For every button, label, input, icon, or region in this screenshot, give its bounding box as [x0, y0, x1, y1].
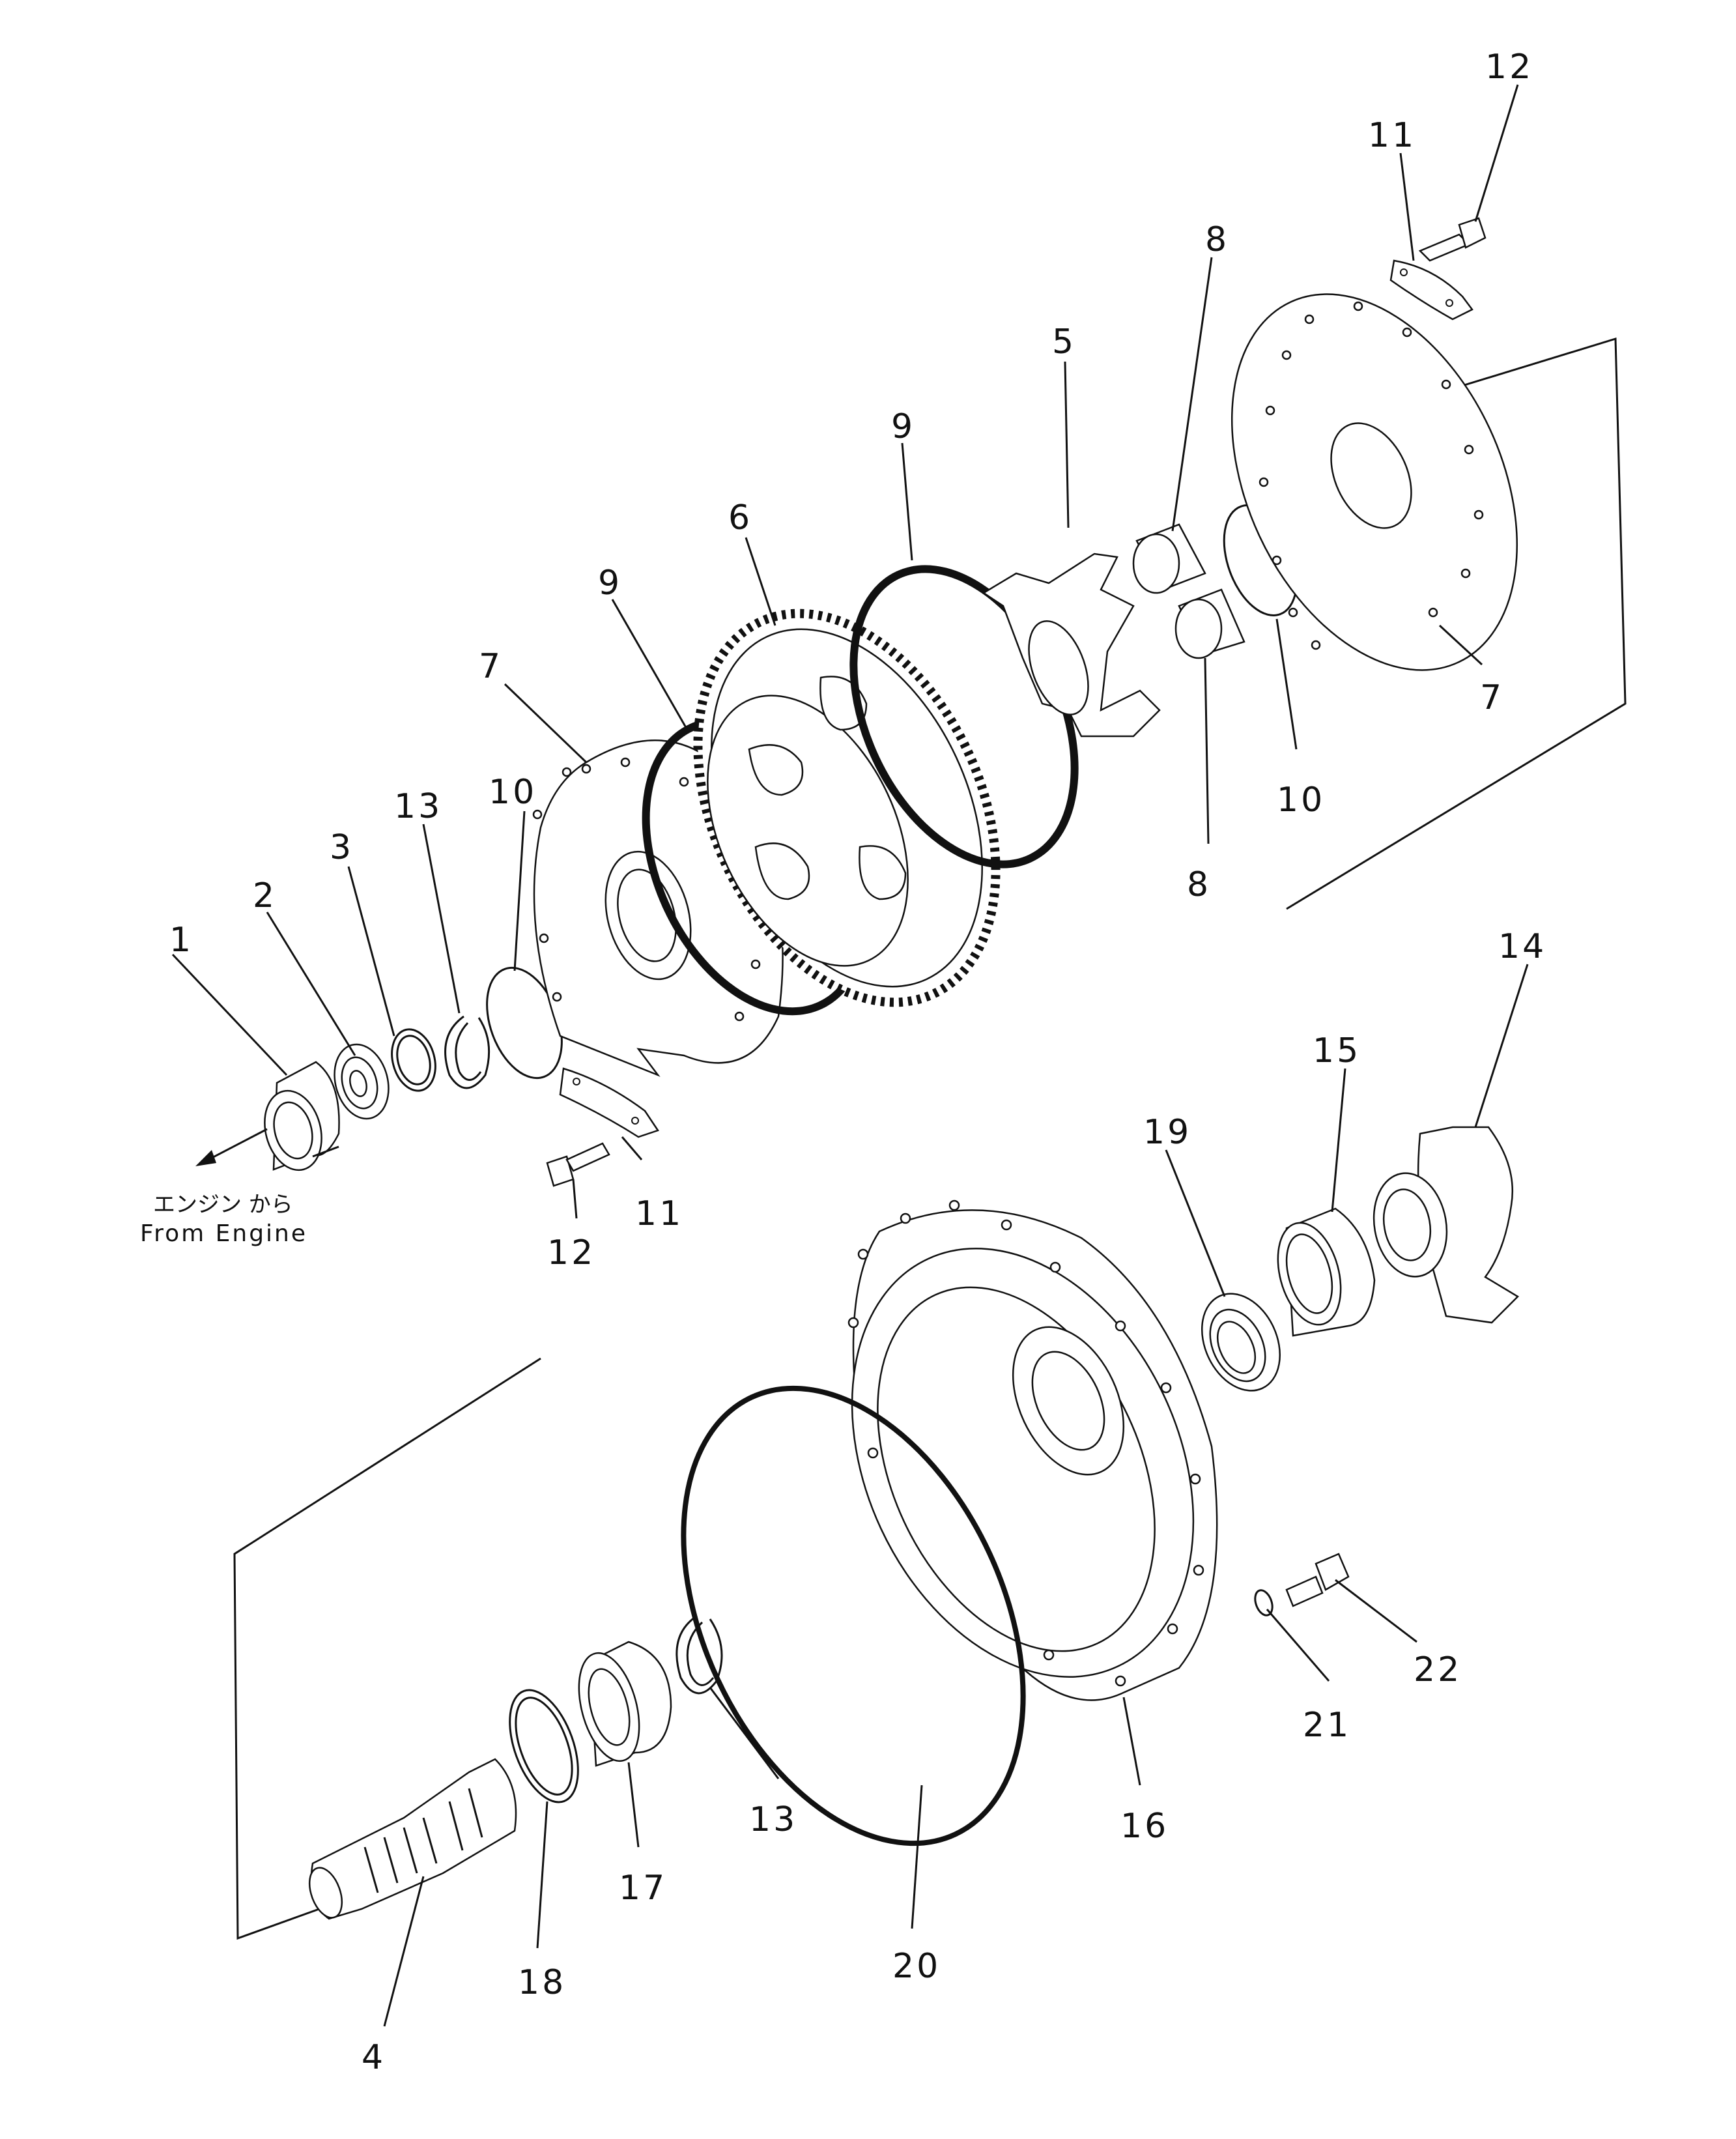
- part-17-bearing: [578, 1641, 672, 1767]
- part-8-block-lower: [1174, 588, 1245, 659]
- label-part-13-lower: 13: [749, 1800, 797, 1839]
- label-part-10-right: 10: [1277, 781, 1325, 820]
- label-part-8-lower: 8: [1187, 865, 1211, 904]
- assembly-frame-lines: [233, 337, 1627, 1940]
- part-11-lock-plate-lower: [559, 1067, 659, 1138]
- label-part-1: 1: [169, 921, 193, 960]
- label-part-5: 5: [1052, 323, 1076, 362]
- part-5-spider-hub: [982, 553, 1161, 738]
- part-21-washer: [1254, 1589, 1274, 1616]
- part-13-circlip-upper: [444, 1015, 491, 1089]
- label-part-8-upper: 8: [1205, 220, 1229, 259]
- part-number-labels: 1 2 3 13 10 7 9 6 9 5 8 8 10 7 11 12 11 …: [169, 48, 1546, 2077]
- part-7-drive-plate-right: [1231, 293, 1518, 671]
- label-part-18: 18: [518, 1963, 566, 2002]
- label-part-11-upper: 11: [1368, 116, 1416, 155]
- part-8-block-upper: [1132, 523, 1206, 594]
- label-part-10-left: 10: [489, 773, 537, 812]
- part-12-bolt-lower: [546, 1142, 610, 1187]
- part-14-companion-flange: [1373, 1126, 1520, 1324]
- part-16-housing: [847, 1199, 1218, 1701]
- label-part-9-right: 9: [891, 407, 915, 446]
- part-2-ball-bearing: [334, 1043, 390, 1120]
- leader-lines: [171, 84, 1529, 2027]
- label-part-9-left: 9: [598, 564, 622, 603]
- label-part-4: 4: [362, 2038, 386, 2077]
- label-part-12-upper: 12: [1485, 48, 1533, 87]
- caption-japanese: エンジン から: [153, 1192, 293, 1218]
- label-part-2: 2: [253, 876, 277, 915]
- label-part-7-left: 7: [479, 647, 503, 686]
- label-part-3: 3: [330, 828, 354, 867]
- part-22-bolt: [1285, 1553, 1350, 1607]
- part-19-bearing: [1201, 1293, 1281, 1392]
- label-part-6: 6: [728, 498, 752, 538]
- part-18-snap-ring: [509, 1689, 579, 1803]
- caption-english: From Engine: [140, 1220, 307, 1247]
- label-part-17: 17: [619, 1869, 667, 1908]
- label-part-12-lower: 12: [547, 1233, 595, 1272]
- part-4-splined-shaft: [308, 1758, 517, 1920]
- label-part-16: 16: [1120, 1807, 1169, 1846]
- label-part-20: 20: [892, 1947, 941, 1986]
- label-part-11-lower: 11: [635, 1194, 683, 1233]
- part-11-lock-plate-upper: [1389, 259, 1473, 321]
- from-engine-caption: エンジン から From Engine: [140, 1192, 307, 1247]
- part-3-snap-ring: [391, 1028, 436, 1092]
- label-part-13-upper: 13: [394, 787, 442, 826]
- part-15-oil-seal: [1277, 1207, 1376, 1337]
- label-part-7-right: 7: [1480, 678, 1504, 717]
- from-engine-arrow: [195, 1128, 268, 1166]
- label-part-15: 15: [1313, 1031, 1361, 1070]
- label-part-22: 22: [1414, 1650, 1462, 1689]
- label-part-19: 19: [1143, 1113, 1191, 1152]
- part-6-ring-gear: [693, 609, 1001, 1007]
- label-part-14: 14: [1498, 927, 1546, 966]
- part-13-circlip-lower: [676, 1615, 723, 1695]
- part-12-bolt-upper: [1418, 217, 1487, 262]
- label-part-21: 21: [1303, 1706, 1351, 1745]
- part-1-bearing-retainer: [264, 1061, 340, 1171]
